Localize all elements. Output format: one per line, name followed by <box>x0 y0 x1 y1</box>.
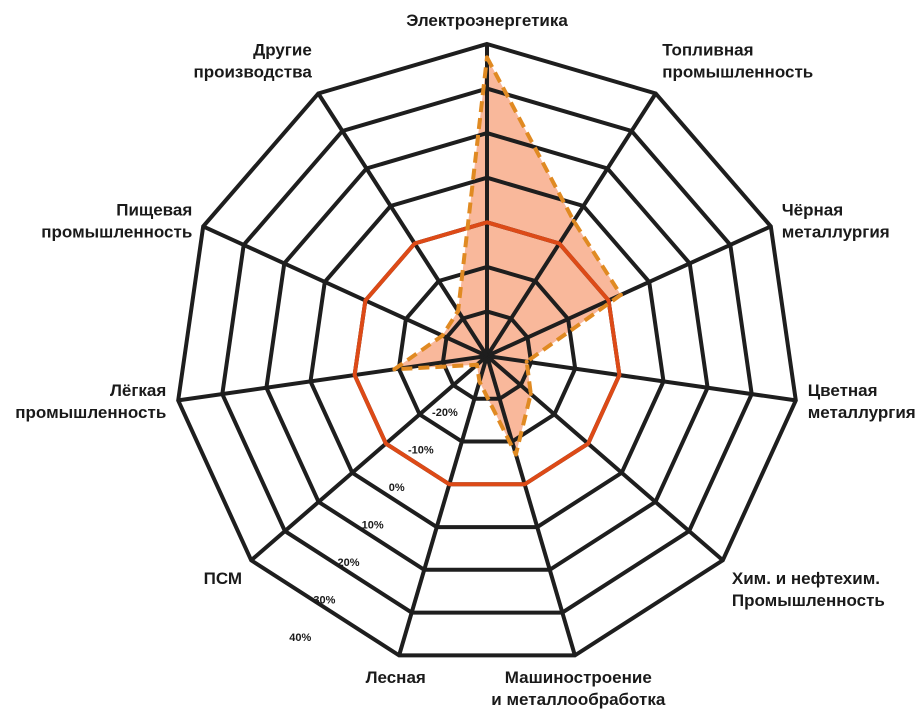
data-point <box>474 362 479 367</box>
r-tick-label: -10% <box>408 445 434 457</box>
spoke-line <box>249 354 489 562</box>
category-label: Машиностроение <box>505 668 652 687</box>
category-label: Другие <box>253 40 312 59</box>
spoke-line <box>485 92 658 358</box>
data-point <box>618 292 623 297</box>
data-point <box>456 309 461 313</box>
grid-ring <box>396 264 578 444</box>
category-label: промышленность <box>41 222 192 241</box>
category-label: Лёгкая <box>110 381 166 400</box>
grid-ring <box>264 131 710 572</box>
r-tick-label: 40% <box>289 632 311 644</box>
category-label: Цветная <box>808 381 878 400</box>
category-label: Промышленность <box>732 591 885 610</box>
spoke-line <box>485 354 725 562</box>
category-label: Чёрная <box>782 200 843 219</box>
r-tick-label: 20% <box>337 557 359 569</box>
category-label: промышленность <box>15 403 166 422</box>
r-tick-label: 10% <box>362 520 384 532</box>
spoke-line <box>397 355 489 656</box>
data-point <box>513 452 518 457</box>
data-point <box>440 333 445 338</box>
category-label: Электроэнергетика <box>406 11 568 30</box>
series-area-fill <box>394 57 621 455</box>
grid-ring <box>308 175 666 530</box>
series-outline <box>392 55 623 457</box>
category-label: Хим. и нефтехим. <box>732 569 880 588</box>
grid-ring <box>220 86 754 615</box>
spoke-line <box>202 224 488 358</box>
data-point <box>571 219 576 223</box>
category-label: металлургия <box>782 222 890 241</box>
data-point <box>524 359 529 364</box>
data-point <box>528 391 533 396</box>
spoke-line <box>177 354 488 403</box>
r-tick-label: -20% <box>432 407 458 419</box>
category-label: производства <box>193 62 312 81</box>
category-label: Пищевая <box>116 200 192 219</box>
data-point <box>392 367 397 372</box>
grid-ring <box>176 41 798 658</box>
data-point <box>477 379 482 384</box>
r-tick-label: 0% <box>389 482 405 494</box>
data-point <box>485 55 489 60</box>
category-label: промышленность <box>662 62 813 81</box>
category-label: и металлообработка <box>491 690 666 709</box>
category-label: металлургия <box>808 403 916 422</box>
r-tick-label: 30% <box>313 595 335 607</box>
zero-reference-ring <box>352 220 622 487</box>
spoke-line <box>486 224 772 358</box>
category-label: Лесная <box>366 668 426 687</box>
category-label: ПСМ <box>204 569 242 588</box>
category-label: Топливная <box>662 40 753 59</box>
spoke-line <box>485 355 577 656</box>
spoke-line <box>486 354 797 403</box>
